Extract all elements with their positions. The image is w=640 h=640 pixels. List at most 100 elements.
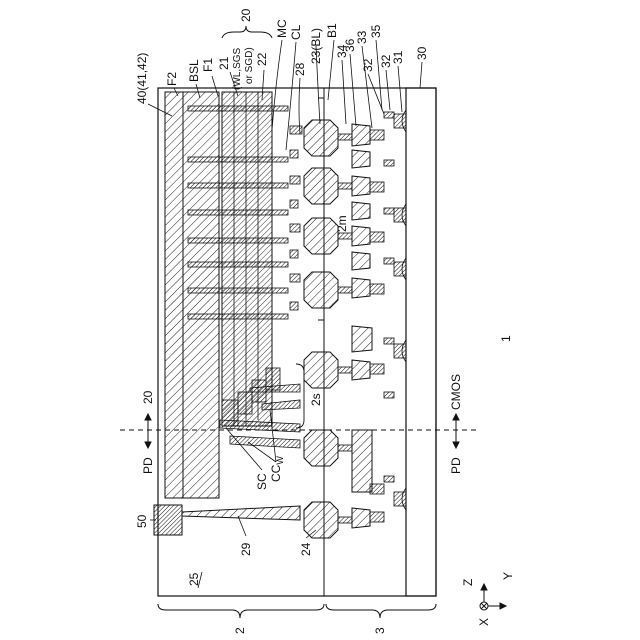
cmos-wiring bbox=[352, 124, 372, 528]
leader-B1 bbox=[328, 40, 334, 100]
leader-32 bbox=[368, 74, 384, 114]
memory-pillar bbox=[188, 210, 288, 215]
label-arrow-20: 20 bbox=[141, 390, 155, 404]
contact bbox=[290, 176, 300, 184]
contact-32 bbox=[384, 160, 394, 166]
label-29: 29 bbox=[239, 542, 253, 556]
backside-layers bbox=[165, 92, 219, 498]
contact-33 bbox=[370, 130, 384, 140]
wiring-36 bbox=[352, 150, 370, 168]
label-25: 25 bbox=[187, 572, 201, 586]
leader-30 bbox=[420, 62, 422, 88]
wiring-36 bbox=[352, 124, 370, 146]
leader-36 bbox=[350, 54, 356, 126]
transistors bbox=[394, 110, 406, 510]
label-BSL: BSL bbox=[187, 59, 201, 82]
label-axis-x: X bbox=[477, 618, 491, 626]
label-20-top: 20 bbox=[239, 8, 253, 22]
label-F1: F1 bbox=[201, 58, 215, 72]
label-axis-y: Y bbox=[501, 572, 515, 580]
contact bbox=[290, 200, 298, 208]
via bbox=[338, 134, 352, 140]
leader-32b bbox=[386, 70, 390, 110]
bonding-pad bbox=[304, 168, 338, 204]
memory-pillar bbox=[188, 238, 288, 243]
contact-33 bbox=[370, 512, 384, 522]
label-3: 3 bbox=[373, 627, 387, 634]
layer-BSL bbox=[183, 92, 219, 498]
leader-35 bbox=[376, 40, 382, 110]
label-B1: B1 bbox=[325, 23, 339, 38]
transistor-31 bbox=[394, 258, 406, 280]
wiring-36 bbox=[352, 252, 370, 270]
leader-SC bbox=[226, 428, 262, 470]
label-24: 24 bbox=[299, 542, 313, 556]
bonding-pad bbox=[304, 502, 338, 538]
label-22: 22 bbox=[255, 52, 269, 66]
label-2: 2 bbox=[233, 627, 247, 634]
stack-20 bbox=[222, 92, 280, 426]
leader-MC bbox=[272, 40, 282, 130]
label-33: 33 bbox=[355, 30, 369, 44]
label-23: 23(BL) bbox=[309, 28, 323, 64]
label-30: 30 bbox=[415, 46, 429, 60]
stack-20-box bbox=[222, 92, 272, 426]
memory-pillar bbox=[188, 314, 288, 319]
label-2m: 2m bbox=[335, 215, 349, 232]
contact-33 bbox=[370, 484, 384, 494]
wiring-36 bbox=[352, 176, 370, 196]
brace-3 bbox=[326, 604, 436, 618]
wiring-36-wide bbox=[352, 430, 372, 492]
pad-50 bbox=[154, 505, 182, 535]
cell-contacts bbox=[290, 126, 302, 310]
label-40: 40(41,42) bbox=[135, 53, 149, 104]
contact-29 bbox=[182, 506, 300, 520]
wiring-36 bbox=[352, 226, 370, 246]
via bbox=[338, 287, 352, 293]
axis-indicator bbox=[480, 584, 506, 610]
label-sgd: or SGD) bbox=[244, 47, 255, 84]
label-cmos: CMOS bbox=[449, 374, 463, 410]
transistor-31 bbox=[394, 488, 406, 510]
label-SC: SC bbox=[255, 473, 269, 490]
contact bbox=[290, 224, 300, 232]
leader-28 bbox=[299, 78, 300, 134]
leader-29 bbox=[238, 516, 246, 536]
label-CL: CL bbox=[289, 24, 303, 40]
label-axis-z: Z bbox=[461, 579, 475, 586]
brace-20 bbox=[222, 26, 272, 38]
wiring-36 bbox=[352, 278, 370, 298]
cmos-substrate-30 bbox=[406, 88, 436, 596]
transistor-31 bbox=[394, 204, 406, 226]
leader-31 bbox=[398, 66, 402, 112]
via bbox=[338, 183, 352, 189]
transistor-31 bbox=[394, 110, 406, 132]
via bbox=[338, 367, 352, 373]
leader-34 bbox=[342, 60, 346, 124]
label-28: 28 bbox=[293, 62, 307, 76]
bonding-pad bbox=[304, 218, 338, 254]
contact-33 bbox=[370, 182, 384, 192]
label-MC: MC bbox=[275, 19, 289, 38]
contact-32 bbox=[384, 476, 394, 482]
contact-32 bbox=[384, 258, 394, 264]
bottom-braces bbox=[158, 604, 436, 618]
contact-33 bbox=[370, 364, 384, 374]
transistor-contacts bbox=[370, 112, 394, 522]
memory-pillar bbox=[188, 106, 288, 111]
memory-pillar bbox=[188, 262, 288, 267]
label-50: 50 bbox=[135, 514, 149, 528]
memory-pillar bbox=[188, 157, 288, 162]
via bbox=[338, 445, 352, 451]
bonding-pad bbox=[304, 120, 338, 156]
label-32a: 32 bbox=[361, 58, 375, 72]
label-pd-bottom: PD bbox=[449, 457, 463, 474]
label-F2: F2 bbox=[165, 72, 179, 86]
transistor-31 bbox=[394, 340, 406, 362]
contact bbox=[290, 150, 298, 158]
bonding-pad bbox=[304, 352, 338, 388]
staircase-step bbox=[238, 392, 252, 414]
contact-CCw bbox=[230, 436, 300, 448]
label-wl: (WL,SGS bbox=[232, 47, 243, 90]
label-2s: 2s bbox=[309, 393, 323, 406]
